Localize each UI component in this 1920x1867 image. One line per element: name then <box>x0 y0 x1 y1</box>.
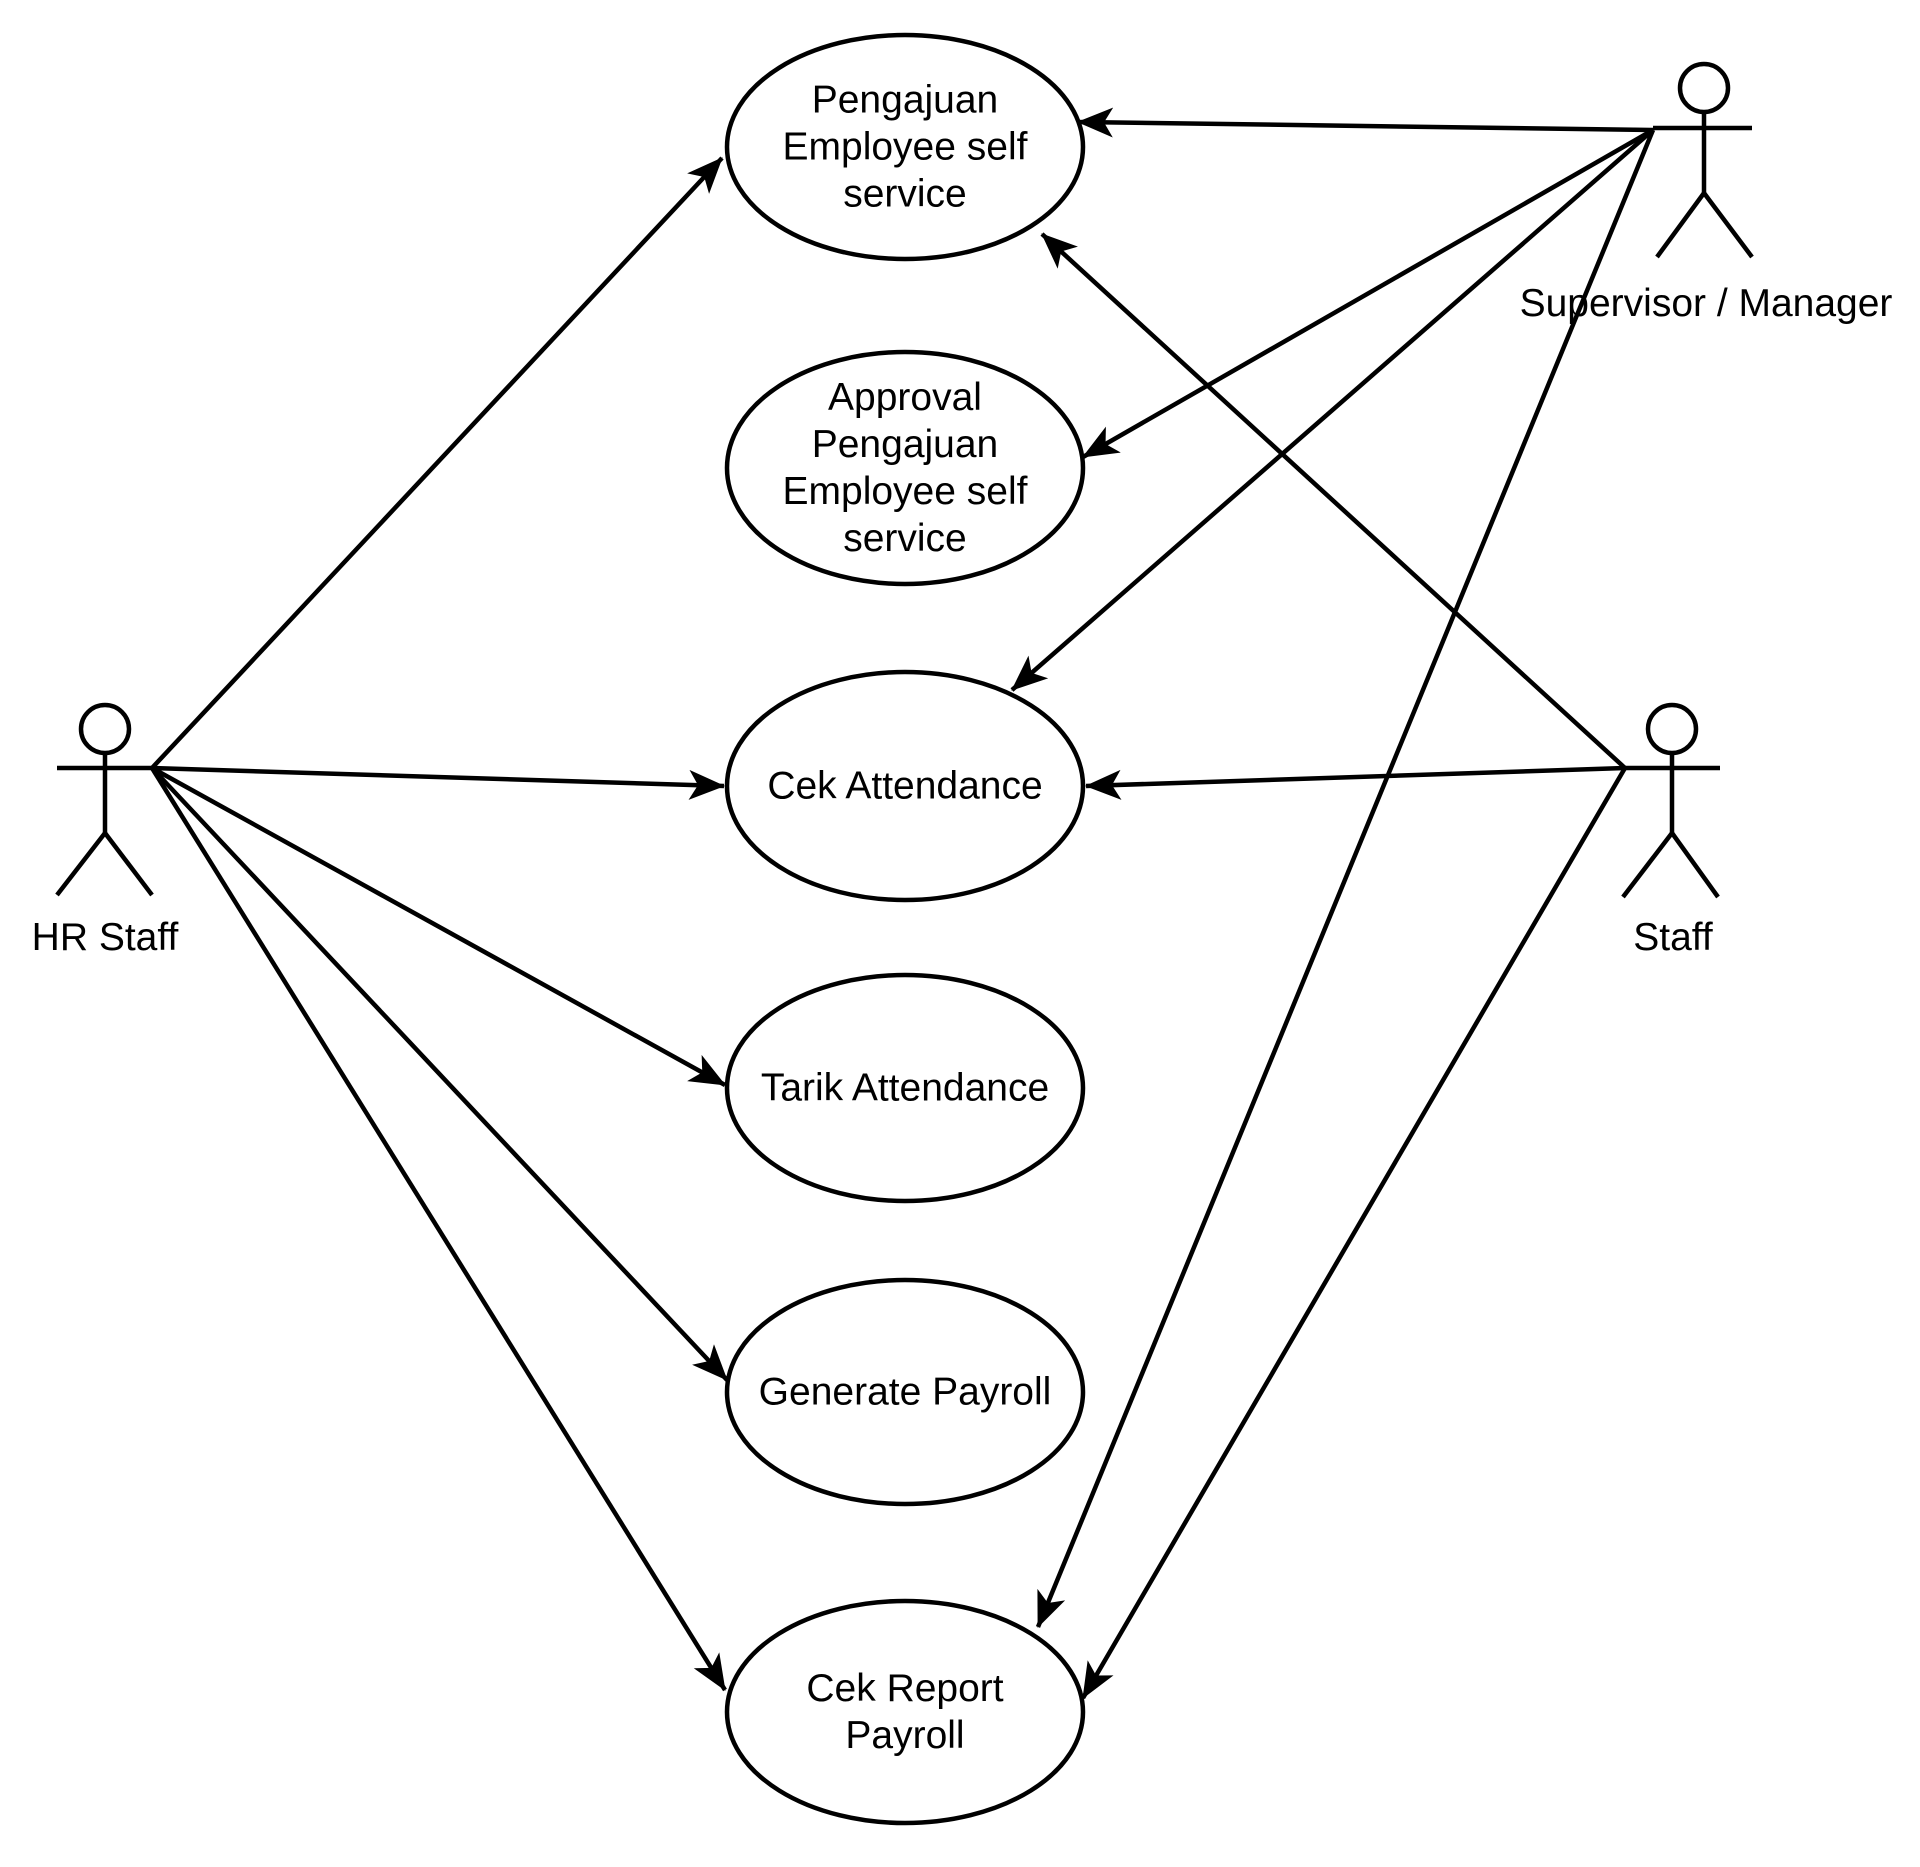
actor-leg-icon <box>1670 831 1720 899</box>
association-hr-staff-to-cek-report-payroll <box>150 766 727 1692</box>
actor-head-icon <box>1677 61 1731 115</box>
use-case-label-line: Payroll <box>845 1714 964 1757</box>
use-case-tarik-attendance: Tarik Attendance <box>724 972 1086 1204</box>
association-staff-to-pengajuan-employee-self-service <box>1040 232 1627 770</box>
use-case-label-line: Generate Payroll <box>759 1371 1052 1414</box>
association-supervisor-manager-to-cek-report-payroll <box>1035 129 1656 1628</box>
use-case-label-line: Employee self <box>783 126 1028 169</box>
use-case-ellipse <box>724 349 1086 587</box>
association-hr-staff-to-cek-attendance <box>151 765 725 800</box>
use-case-cek-attendance: Cek Attendance <box>724 669 1086 903</box>
actor-head-icon <box>78 702 132 756</box>
use-case-label: Cek Attendance <box>767 765 1042 808</box>
use-case-label-line: service <box>843 173 967 216</box>
use-case-label-line: Pengajuan <box>812 79 999 122</box>
association-hr-staff-to-pengajuan-employee-self-service <box>150 156 724 770</box>
use-case-label: Generate Payroll <box>759 1371 1052 1414</box>
actor-leg-icon <box>1621 831 1674 899</box>
use-case-label-line: Tarik Attendance <box>761 1067 1049 1110</box>
use-case-ellipse <box>724 1598 1086 1826</box>
association-supervisor-manager-to-approval-pengajuan-employee-self-service <box>1081 128 1655 459</box>
association-hr-staff-to-generate-payroll <box>150 766 729 1382</box>
actor-staff: Staff <box>1621 702 1720 959</box>
actor-leg-icon <box>103 831 154 897</box>
actor-label: HR Staff <box>32 916 179 959</box>
actor-hr-staff: HR Staff <box>32 702 179 959</box>
association-hr-staff-to-tarik-attendance <box>150 766 727 1087</box>
use-case-label-line: Approval <box>828 376 982 419</box>
actor-label: Staff <box>1633 916 1713 959</box>
actor-leg-icon <box>1702 191 1754 259</box>
use-case-ellipse <box>724 1277 1086 1507</box>
actor-supervisor-manager: Supervisor / Manager <box>1520 61 1893 325</box>
use-case-label: Tarik Attendance <box>761 1067 1049 1110</box>
use-case-label-line: service <box>843 517 967 560</box>
association-supervisor-manager-to-pengajuan-employee-self-service <box>1077 107 1654 138</box>
actor-leg-icon <box>55 831 107 897</box>
use-case-label-line: Employee self <box>783 470 1028 513</box>
use-case-label-line: Cek Attendance <box>767 765 1042 808</box>
associations <box>150 107 1656 1700</box>
use-case-label-line: Cek Report <box>806 1667 1003 1710</box>
use-case-label-line: Pengajuan <box>812 423 999 466</box>
actor-head-icon <box>1645 702 1699 756</box>
actor-label: Supervisor / Manager <box>1520 282 1893 325</box>
association-staff-to-cek-attendance <box>1085 765 1626 800</box>
actor-leg-icon <box>1655 191 1706 259</box>
use-case-generate-payroll: Generate Payroll <box>724 1277 1086 1507</box>
use-case-ellipse <box>724 32 1086 262</box>
association-supervisor-manager-to-cek-attendance <box>1010 128 1655 692</box>
use-case-ellipse <box>724 972 1086 1204</box>
association-staff-to-cek-report-payroll <box>1081 766 1627 1700</box>
use-case-ellipse <box>724 669 1086 903</box>
